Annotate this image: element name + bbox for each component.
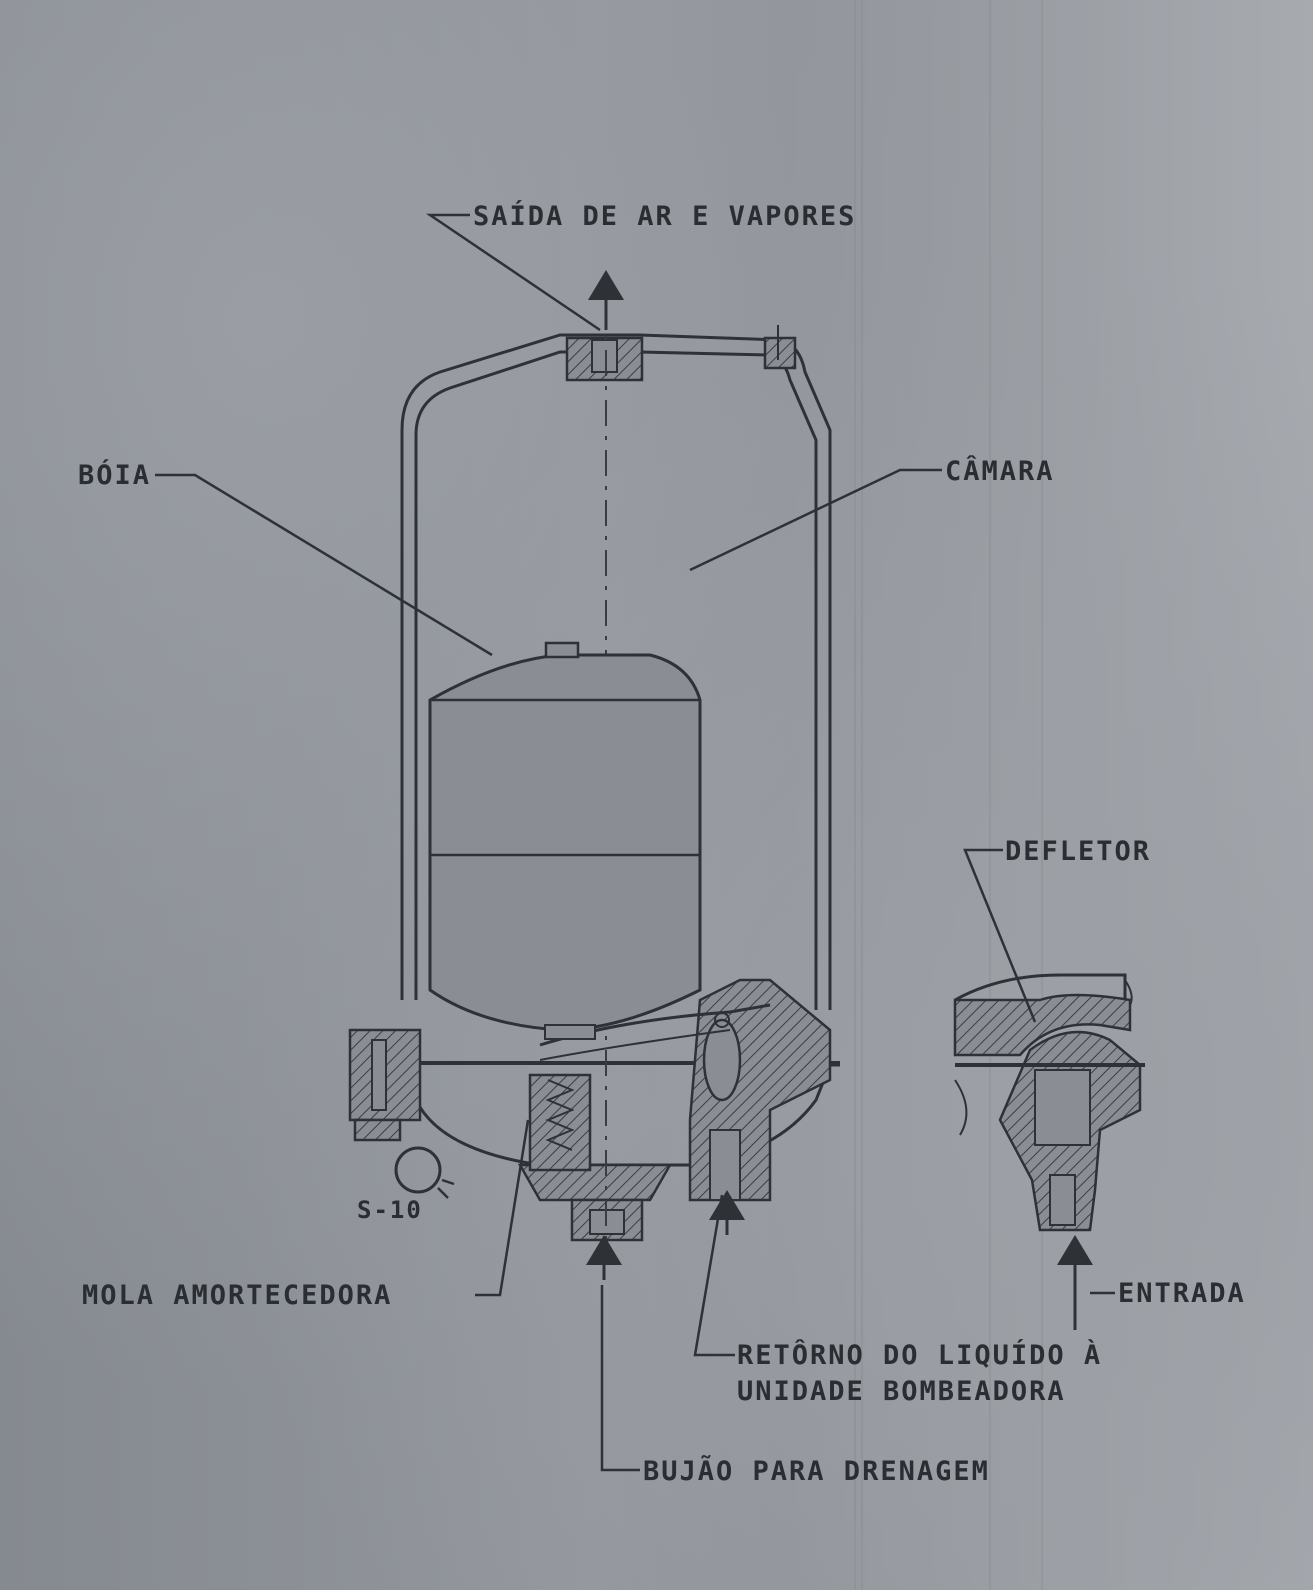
label-part-number: S-10 [357, 1196, 423, 1224]
label-deflector: DEFLETOR [1005, 836, 1151, 867]
indicator-circle [394, 1146, 442, 1194]
label-drain-plug: BUJÃO PARA DRENAGEM [643, 1455, 990, 1487]
leader-lines [155, 213, 1115, 1472]
label-damper-spring: MOLA AMORTECEDORA [82, 1280, 392, 1311]
inlet-detail [953, 973, 1145, 1330]
valve-element [702, 1018, 742, 1102]
scan-streaks [854, 0, 1043, 1590]
label-inlet: ENTRADA [1118, 1278, 1246, 1309]
label-return-line-2: UNIDADE BOMBEADORA [737, 1376, 1066, 1407]
label-return-line-1: RETÔRNO DO LIQUÍDO À [737, 1339, 1102, 1371]
drain-casting [517, 1163, 673, 1202]
float-body [428, 641, 702, 1040]
chamber-body [348, 325, 840, 1242]
label-chamber: CÂMARA [945, 455, 1055, 487]
label-air-outlet: SAÍDA DE AR E VAPORES [473, 200, 856, 232]
damper-spring-housing [528, 1073, 592, 1172]
label-float: BÓIA [78, 459, 151, 491]
